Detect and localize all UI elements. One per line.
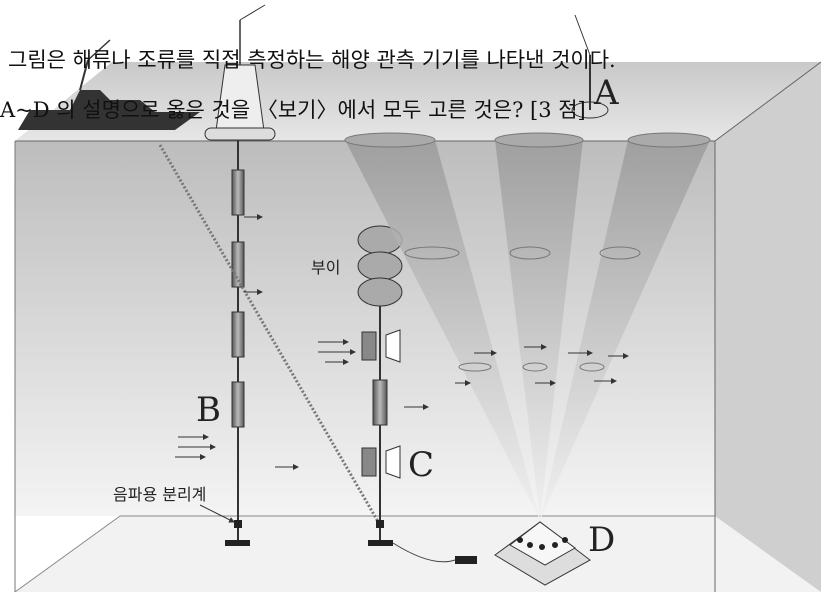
right-wall	[715, 62, 821, 592]
release-pointer	[199, 504, 235, 523]
label-A: A	[593, 73, 619, 113]
label-B: B	[196, 390, 221, 430]
surface-buoy-A	[571, 14, 609, 119]
sea-surface	[15, 62, 821, 141]
bottom-instrument-D	[494, 521, 591, 586]
label-buoy: 부이	[311, 258, 340, 277]
label-acoustic-release: 음파용 분리계	[113, 485, 206, 504]
mooring-C	[357, 225, 477, 564]
mooring-B	[204, 4, 276, 546]
ship	[18, 39, 200, 130]
cable	[158, 144, 382, 526]
current-arrows	[175, 214, 629, 470]
label-D: D	[588, 520, 615, 560]
label-C: C	[408, 445, 434, 485]
question-line-2: A~D 의 설명으로 옳은 것을 〈보기〉에서 모두 고른 것은? [3 점]	[0, 98, 586, 122]
sea-floor	[15, 516, 821, 592]
acoustic-beams	[344, 132, 711, 520]
question-line-1: 그림은 해류나 조류를 직접 측정하는 해양 관측 기기를 나타낸 것이다.	[8, 48, 616, 72]
